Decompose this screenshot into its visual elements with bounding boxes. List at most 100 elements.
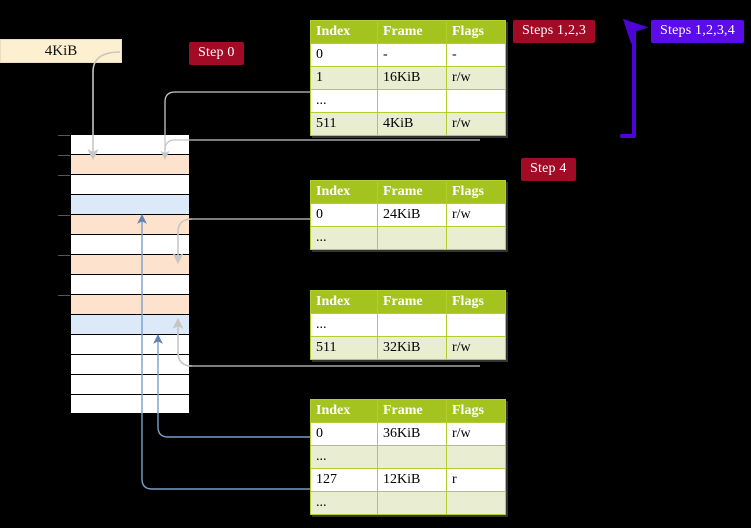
memory-row	[70, 194, 190, 214]
page-table-pd: Index Frame Flags ... 511 32KiB r/w	[310, 290, 506, 360]
memory-tick	[58, 215, 70, 216]
cell-frame	[377, 89, 447, 113]
memory-row	[70, 354, 190, 374]
cell-flags	[446, 445, 506, 469]
connector-table3-up-arrow	[172, 317, 193, 367]
cell-index: 511	[310, 112, 378, 136]
cell-frame: 32KiB	[377, 336, 447, 360]
table-row[interactable]: ...	[310, 491, 506, 515]
memory-row	[70, 174, 190, 194]
table-header-row: Index Frame Flags	[310, 290, 506, 314]
cell-flags: r/w	[446, 336, 506, 360]
cell-flags	[446, 226, 506, 250]
cell-index: ...	[310, 313, 378, 337]
column-header-flags: Flags	[446, 290, 506, 314]
cell-index: ...	[310, 226, 378, 250]
memory-row	[70, 234, 190, 254]
memory-row	[70, 374, 190, 394]
memory-row	[70, 274, 190, 294]
table-row[interactable]: ...	[310, 445, 506, 469]
column-header-frame: Frame	[377, 180, 447, 204]
table-row[interactable]: 0 36KiB r/w	[310, 422, 506, 446]
page-table-pdp: Index Frame Flags 0 24KiB r/w ...	[310, 180, 506, 250]
memory-tick	[58, 295, 70, 296]
memory-size-label: 4KiB	[0, 39, 122, 63]
cell-frame: 36KiB	[377, 422, 447, 446]
memory-row	[70, 314, 190, 334]
steps-bracket-arrow	[620, 18, 649, 138]
badge-steps-123: Steps 1,2,3	[513, 20, 596, 43]
column-header-index: Index	[310, 290, 378, 314]
column-header-index: Index	[310, 180, 378, 204]
cell-index: ...	[310, 445, 378, 469]
cell-frame	[377, 491, 447, 515]
memory-tick	[58, 155, 70, 156]
table-row[interactable]: 511 32KiB r/w	[310, 336, 506, 360]
cell-frame: 12KiB	[377, 468, 447, 492]
table-header-row: Index Frame Flags	[310, 180, 506, 204]
cell-frame	[377, 226, 447, 250]
cell-index: 1	[310, 66, 378, 90]
memory-tick	[58, 255, 70, 256]
table-row[interactable]: 127 12KiB r	[310, 468, 506, 492]
table-row-highlighted[interactable]: 511 4KiB r/w	[310, 112, 506, 136]
cell-index: 127	[310, 468, 378, 492]
cell-flags	[446, 89, 506, 113]
table-row[interactable]: 1 16KiB r/w	[310, 66, 506, 90]
column-header-frame: Frame	[377, 399, 447, 423]
connector-table2-down-arrow	[172, 218, 193, 265]
cell-frame	[377, 313, 447, 337]
cell-frame: 16KiB	[377, 66, 447, 90]
table-row[interactable]: ...	[310, 89, 506, 113]
table-row[interactable]: ...	[310, 226, 506, 250]
column-header-flags: Flags	[446, 20, 506, 44]
memory-row	[70, 134, 190, 154]
memory-row	[70, 294, 190, 314]
cell-flags	[446, 313, 506, 337]
column-header-frame: Frame	[377, 290, 447, 314]
memory-row	[70, 214, 190, 234]
cell-frame: 24KiB	[377, 203, 447, 227]
table-header-row: Index Frame Flags	[310, 399, 506, 423]
memory-tick	[58, 175, 70, 176]
memory-size-text: 4KiB	[44, 42, 78, 59]
cell-flags: r	[446, 468, 506, 492]
cell-index: 0	[310, 43, 378, 67]
cell-flags: r/w	[446, 66, 506, 90]
memory-row	[70, 154, 190, 174]
memory-row	[70, 394, 190, 414]
column-header-index: Index	[310, 399, 378, 423]
connector-4kib-to-memory	[87, 51, 121, 161]
connector-table4-127-to-memory	[137, 214, 480, 490]
column-header-flags: Flags	[446, 399, 506, 423]
page-table-pt: Index Frame Flags 0 36KiB r/w ... 127 12…	[310, 399, 506, 515]
page-table-pml4: Index Frame Flags 0 - - 1 16KiB r/w ...	[310, 20, 506, 136]
table-row[interactable]: 0 24KiB r/w	[310, 203, 506, 227]
column-header-flags: Flags	[446, 180, 506, 204]
connector-table1-511-to-memory	[160, 139, 480, 160]
table-row[interactable]: ...	[310, 313, 506, 337]
cell-index: 0	[310, 422, 378, 446]
cell-index: ...	[310, 89, 378, 113]
cell-flags: r/w	[446, 112, 506, 136]
memory-tick	[58, 135, 70, 136]
cell-flags: -	[446, 43, 506, 67]
badge-steps-1234: Steps 1,2,3,4	[651, 20, 744, 43]
badge-step-4: Step 4	[521, 158, 576, 181]
connector-table1-1-to-memory	[164, 91, 480, 150]
badge-step-0: Step 0	[189, 42, 244, 65]
cell-flags: r/w	[446, 422, 506, 446]
cell-flags	[446, 491, 506, 515]
cell-frame	[377, 445, 447, 469]
column-header-frame: Frame	[377, 20, 447, 44]
cell-frame: 4KiB	[377, 112, 447, 136]
connector-table4-0-to-memory	[153, 334, 480, 438]
table-header-row: Index Frame Flags	[310, 20, 506, 44]
cell-index: 0	[310, 203, 378, 227]
table-row[interactable]: 0 - -	[310, 43, 506, 67]
cell-index: ...	[310, 491, 378, 515]
cell-frame: -	[377, 43, 447, 67]
memory-row	[70, 254, 190, 274]
